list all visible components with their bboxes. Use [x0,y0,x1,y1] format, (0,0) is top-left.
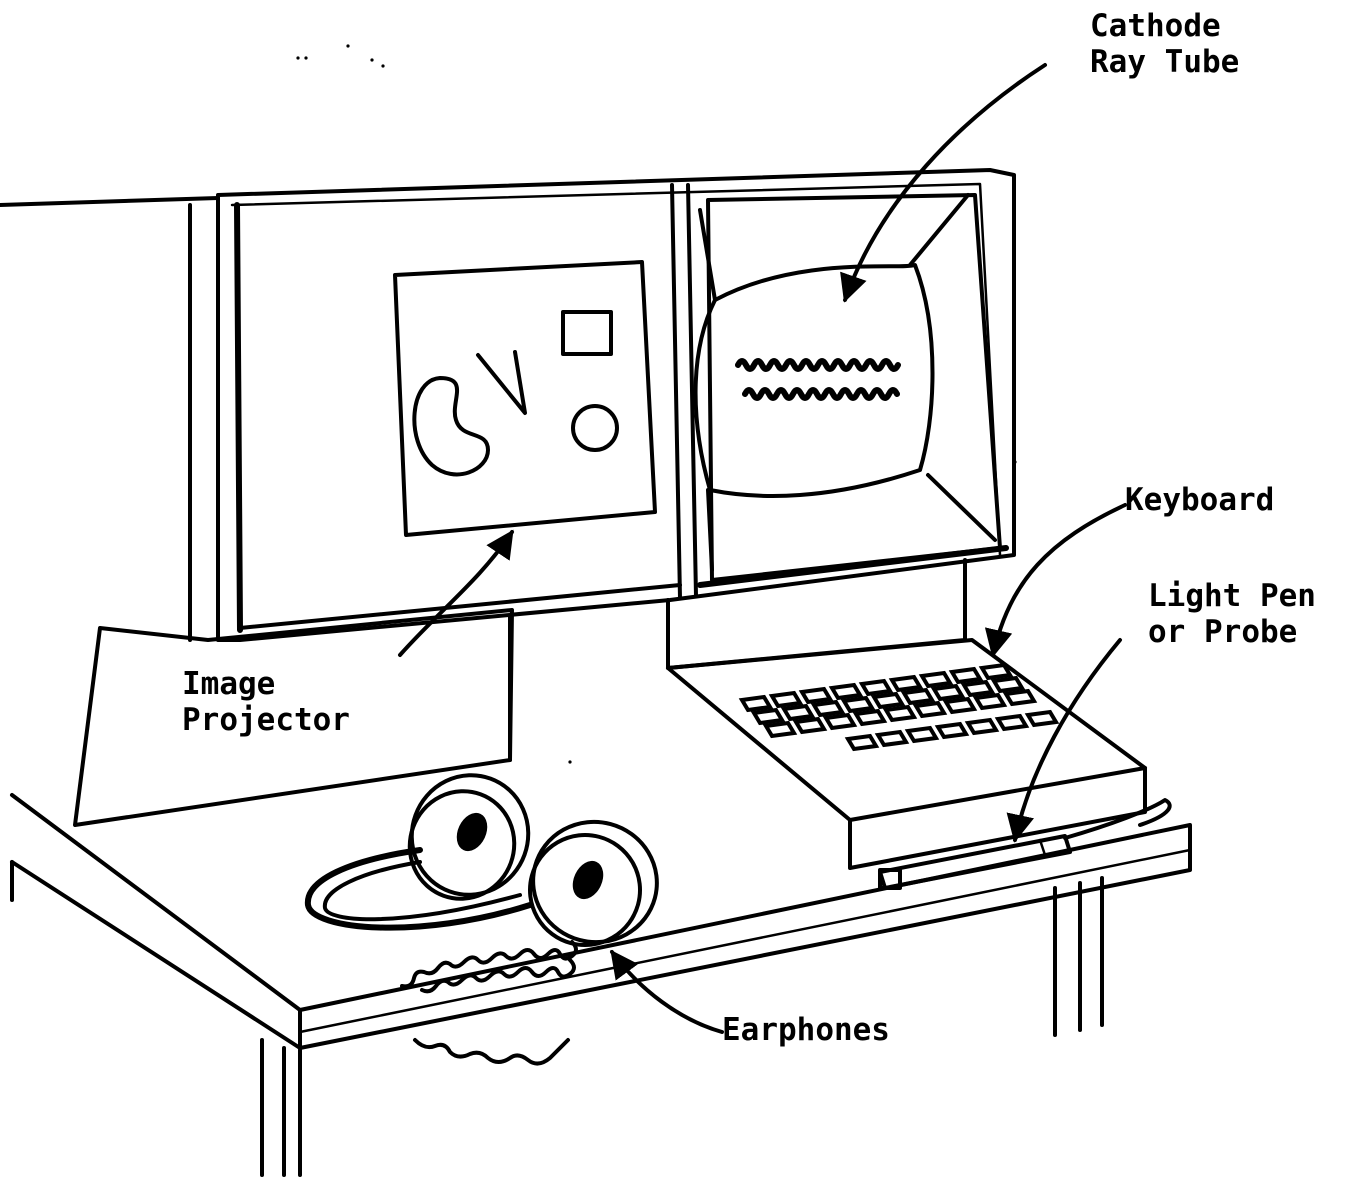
keyboard-key [754,710,782,723]
keyboard-key [766,723,794,736]
keyboard-key [874,694,902,707]
display-housing [190,170,1014,760]
arrows [400,65,1125,1032]
keyboard-key [976,695,1004,708]
keyboard-key [784,706,812,719]
keyboard-key [886,707,914,720]
light-pen-label-line2: or Probe [1148,614,1297,650]
stray-dots [296,44,384,67]
keyboard-key [952,669,980,682]
table [12,795,1190,1175]
keyboard-key [946,699,974,712]
keyboard-key [938,724,966,737]
keyboard-key [862,681,890,694]
keyboard-key [878,732,906,745]
keyboard-key [916,703,944,716]
stray-dot [1013,460,1016,463]
keyboard-key [814,702,842,715]
keyboard-key [832,685,860,698]
keyboard-key [904,690,932,703]
keyboard-key [908,728,936,741]
projector-label-line2: Projector [182,702,350,738]
crt-screen-icon [696,195,1000,580]
light-pen-label-line1: Light Pen [1148,578,1316,614]
keyboard-key [968,720,996,733]
keyboard-key [994,678,1022,691]
keyboard-key [1028,712,1056,725]
keyboard-key [848,736,876,749]
keyboard-key [964,682,992,695]
crt-label-line2: Ray Tube [1090,44,1239,80]
wall-line [0,198,218,205]
keyboard-key [856,711,884,724]
earphones-label: Earphones [722,1012,890,1048]
crt-label-line1: Cathode [1090,8,1221,44]
keyboard-key [826,715,854,728]
keyboard-key [922,673,950,686]
arrow-icon [400,532,512,655]
keyboard-key [982,665,1010,678]
keyboard-key [934,686,962,699]
keyboard-icon [742,665,1056,749]
projector-label-line1: Image [182,666,275,702]
keyboard-key [802,689,830,702]
keyboard-label: Keyboard [1125,482,1274,518]
stray-dot [568,760,571,763]
headphones-icon [308,759,671,1064]
keyboard-key [844,698,872,711]
keyboard-key [892,677,920,690]
keyboard-key [796,719,824,732]
keyboard-key [998,716,1026,729]
keyboard-key [742,697,770,710]
keyboard-key [1006,691,1034,704]
keyboard-key [772,693,800,706]
light-pen-icon [880,800,1170,888]
projector-screen-icon [395,262,655,535]
